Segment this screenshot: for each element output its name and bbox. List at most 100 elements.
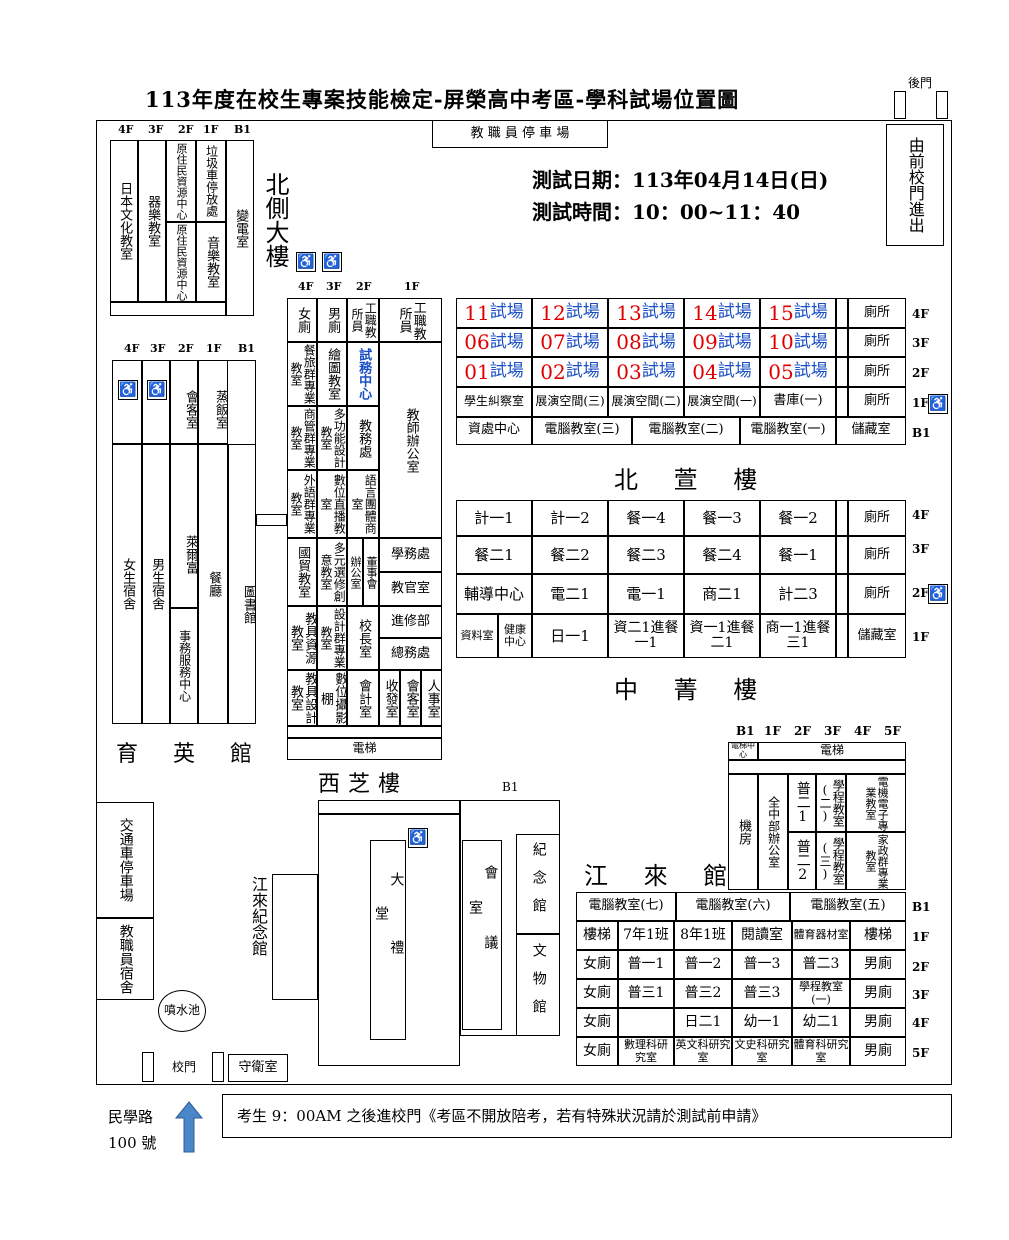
west-strip (287, 726, 442, 738)
room-teaching-aids: 教具資源教室 (287, 606, 317, 670)
classroom: 餐二2 (532, 536, 608, 574)
room-transformer: 變電室 (226, 140, 254, 316)
address-line-2: 100 號 (108, 1134, 157, 1152)
service-center: 事務服務中心 (170, 608, 198, 724)
exam-room-label: 試場 (793, 302, 828, 323)
auditorium: 大禮堂 (370, 840, 406, 1040)
computer-room: 電腦教室(五) (790, 892, 906, 921)
front-gate-label: 校門 (172, 1060, 197, 1074)
exam-room-number: 04 (692, 359, 718, 384)
room-drawing: 繪圖教室 (317, 342, 347, 406)
exam-room-number: 13 (616, 300, 642, 325)
office: 辦公室 (347, 538, 363, 606)
guard-room: 守衛室 (228, 1054, 288, 1082)
classroom: 學程教室(一) (792, 979, 850, 1008)
classroom: 電二1 (532, 574, 608, 614)
b1-label: B1 (502, 780, 519, 794)
exhibition-space: 展演空間(三) (532, 386, 608, 417)
room-catering-group: 餐旅群專業教室 (287, 342, 317, 406)
classroom: 幼二1 (792, 1008, 850, 1037)
classroom: 女廁 (576, 1008, 618, 1037)
classroom: 商一1進餐三1 (760, 614, 836, 658)
classroom: 資一1進餐二1 (684, 614, 760, 658)
front-gate-post-left (142, 1052, 154, 1082)
wheelchair-icon: ♿ (147, 380, 167, 400)
classroom: 計一1 (456, 500, 532, 536)
back-gate-label: 後門 (908, 76, 933, 90)
exam-room-number: 03 (616, 359, 642, 384)
classroom: 幼一1 (732, 1008, 792, 1037)
classroom: 普一1 (618, 950, 674, 979)
archive-room: 資料室 (456, 614, 498, 658)
west-floor-2f: 2F (356, 280, 372, 293)
floor-label: 1F (912, 396, 929, 410)
jl-program-room-2: 學程教室(二) (816, 774, 846, 832)
test-time: 測試時間：10：00~11：40 (532, 200, 801, 224)
fountain: 噴水池 (158, 990, 206, 1032)
exam-room-label: 試場 (793, 331, 828, 352)
north-floor-2f: 2F (178, 123, 194, 136)
stair-gap (836, 614, 848, 658)
north-floor-3f: 3F (148, 123, 164, 136)
yuying-floor-2f: 2F (178, 342, 194, 355)
exam-room-label: 試場 (717, 361, 752, 382)
exam-room-number: 12 (540, 300, 566, 325)
toilet: 廁所 (848, 357, 906, 387)
north-side-base (110, 302, 226, 316)
classroom: 餐一3 (684, 500, 760, 536)
classroom: 男廁 (850, 1008, 906, 1037)
floor-label: 1F (912, 930, 929, 944)
jianglai-memorial: 江來紀念館 (249, 876, 268, 956)
exam-room-number: 01 (464, 359, 490, 384)
museum: 文物館 (516, 934, 560, 1036)
classroom: 文史科研究室 (732, 1037, 792, 1066)
classroom: 日一1 (532, 614, 608, 658)
wheelchair-icon: ♿ (928, 394, 948, 414)
room-music: 音樂教室 (196, 222, 226, 302)
wheelchair-icon: ♿ (322, 252, 342, 272)
toilet: 廁所 (848, 298, 906, 328)
west-staff-toilet-1f: 工職教所員 (379, 298, 442, 342)
exam-room-label: 試場 (641, 302, 676, 323)
classroom: 女廁 (576, 950, 618, 979)
classroom: 餐一4 (608, 500, 684, 536)
jl-program-room-3: 學程教室(三) (816, 832, 846, 890)
yuying-building-name: 育 英 館 (116, 742, 266, 767)
room-language-group: 外語群專業教室 (287, 470, 317, 538)
floor-label: 4F (912, 307, 929, 321)
exam-room-label: 試場 (489, 361, 524, 382)
yuying-floor-1f: 1F (206, 342, 222, 355)
boys-dorm: 男生宿舍 (142, 444, 170, 724)
floor-label: 5F (884, 724, 901, 738)
storage-room: 儲藏室 (848, 614, 906, 658)
floor-label: 4F (912, 1016, 929, 1030)
floor-label: B1 (912, 426, 931, 440)
room-japanese-culture: 日本文化教室 (110, 140, 138, 302)
exam-room-number: 05 (768, 359, 794, 384)
memorial-hall: 紀念館 (516, 834, 560, 934)
academic-affairs: 教務處 (347, 406, 379, 470)
stair-gap (836, 327, 848, 357)
jl-home-economics: 家政群專業教室 (846, 832, 906, 890)
classroom: 女廁 (576, 1037, 618, 1066)
north-side-building-name: 北側大樓 (261, 172, 289, 268)
room-instrument: 器樂教室 (138, 140, 166, 302)
north-floor-4f: 4F (118, 123, 134, 136)
exam-room-number: 09 (692, 330, 718, 355)
west-womens-toilet: 女廁 (287, 298, 317, 342)
jl-strip (728, 760, 906, 774)
jl-elevator: 電梯 (758, 742, 906, 760)
address-line-1: 民學路 (108, 1108, 154, 1126)
classroom: 普三3 (732, 979, 792, 1008)
classroom: 樓梯 (850, 921, 906, 950)
exam-room-label: 試場 (489, 331, 524, 352)
exam-room-label: 試場 (641, 331, 676, 352)
test-date: 測試日期：113年04月14日(日) (532, 168, 829, 192)
floor-label: 2F (912, 586, 929, 600)
student-affairs: 學務處 (379, 538, 442, 572)
